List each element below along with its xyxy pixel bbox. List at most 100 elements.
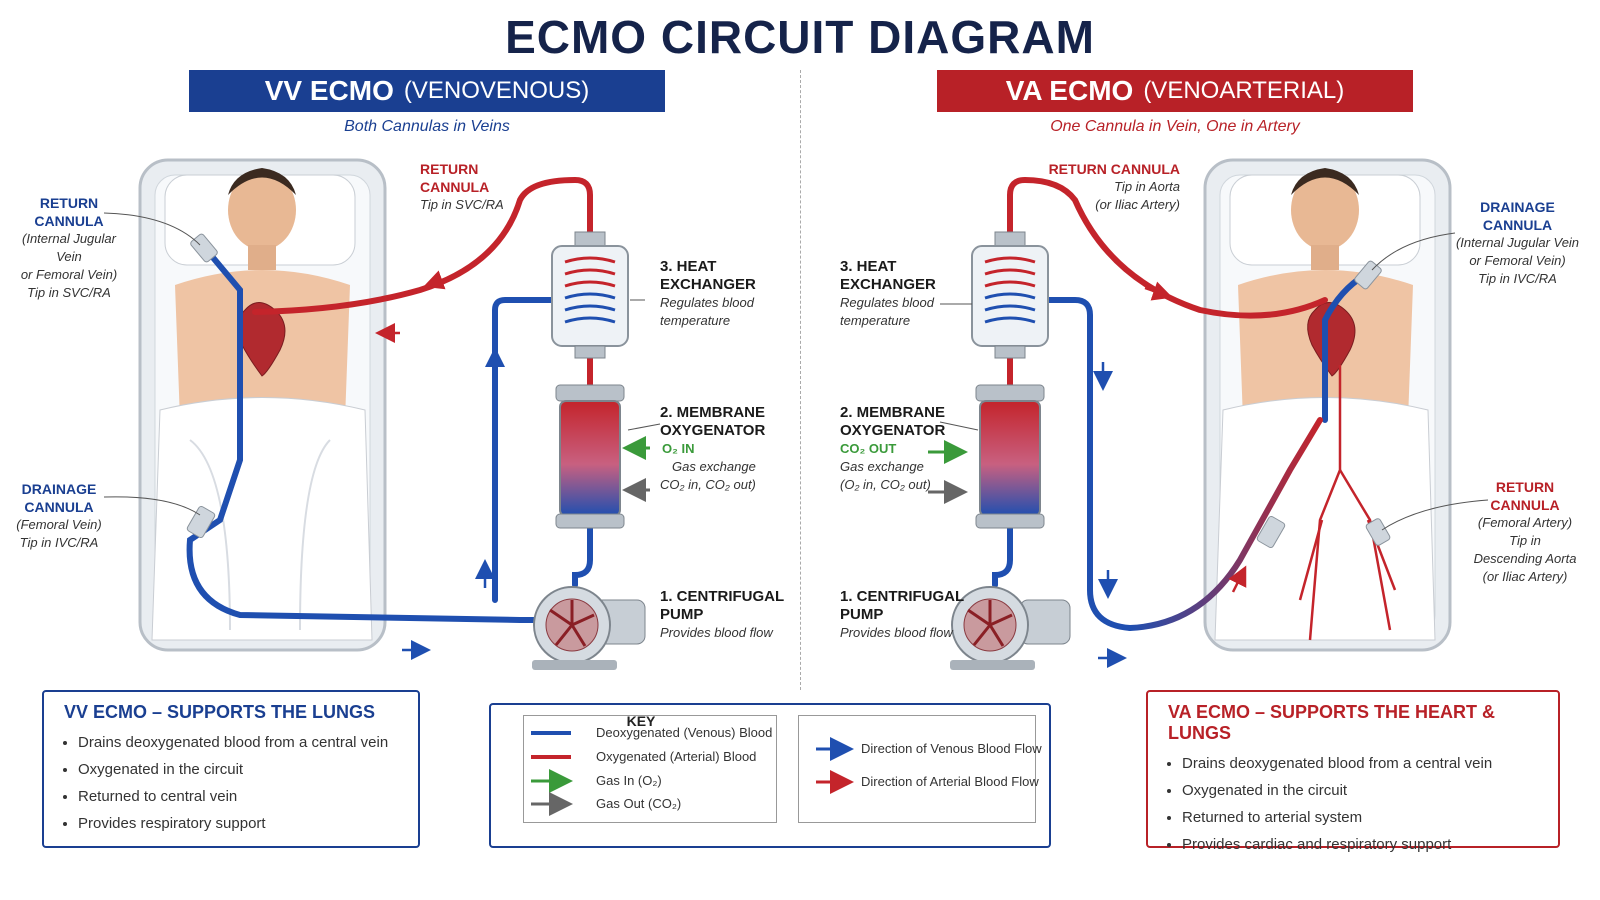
va-rcr-title-1: RETURN xyxy=(1495,479,1555,495)
vv-drainage-cannula-icon xyxy=(186,505,216,539)
va-ox-line1: Gas exchange xyxy=(840,459,924,474)
vv-he-title-2: EXCHANGER xyxy=(660,276,756,293)
vv-heat-exchanger-icon xyxy=(551,231,629,359)
vv-pump-line1: Provides blood flow xyxy=(660,625,773,640)
vv-rc-left-title-1: RETURN xyxy=(39,195,99,211)
vv-he-line1: Regulates blood xyxy=(660,295,754,310)
va-ox-gas-label: CO₂ OUT xyxy=(840,441,897,456)
vv-rc-left-line2: or Femoral Vein) xyxy=(20,267,118,282)
vv-rc-left-line1: (Internal Jugular Vein xyxy=(22,231,116,264)
key-blood-column xyxy=(523,715,777,823)
va-rcr-line1: (Femoral Artery) xyxy=(1477,515,1573,530)
vv-ox-gas-label: O₂ IN xyxy=(662,441,695,456)
va-summary-title: VA ECMO – SUPPORTS THE HEART & LUNGS xyxy=(1168,702,1496,743)
va-dc-line3: Tip in IVC/RA xyxy=(1478,271,1557,286)
va-return-cannula-right-label: RETURN CANNULA (Femoral Artery) Tip in D… xyxy=(1470,478,1580,586)
vv-ox-line1: Gas exchange xyxy=(672,459,756,474)
vv-he-line2: temperature xyxy=(660,313,731,328)
va-banner-main: VA ECMO xyxy=(1005,75,1134,106)
va-rcr-line4: (or Iliac Artery) xyxy=(1482,569,1568,584)
key-title: KEY xyxy=(626,713,656,729)
va-oxygenator-label: 2. MEMBRANE OXYGENATOR CO₂ OUT Gas excha… xyxy=(840,404,965,494)
vv-gas-arrows xyxy=(622,436,650,502)
list-item: Provides respiratory support xyxy=(78,810,398,837)
vv-rc-left-title-2: CANNULA xyxy=(34,213,104,229)
va-he-line2: temperature xyxy=(840,313,911,328)
va-ox-line2: (O₂ in, CO₂ out) xyxy=(840,477,931,492)
va-pump-label: 1. CENTRIFUGAL PUMP Provides blood flow xyxy=(840,588,965,642)
vv-return-cannula-label: RETURN CANNULA Tip in SVC/RA xyxy=(420,160,550,214)
vv-summary-list: Drains deoxygenated blood from a central… xyxy=(64,729,398,837)
va-ox-title-2: OXYGENATOR xyxy=(840,422,946,439)
key-item-venous: Deoxygenated (Venous) Blood xyxy=(596,725,773,740)
vv-subtitle: Both Cannulas in Veins xyxy=(344,118,510,135)
va-ox-title-1: 2. MEMBRANE xyxy=(840,404,946,421)
va-pump-icon xyxy=(950,586,1071,670)
list-item: Drains deoxygenated blood from a central… xyxy=(1182,750,1538,777)
va-rcr-line2: Tip in xyxy=(1509,533,1541,548)
va-ecmo-banner: VA ECMO (VENOARTERIAL) xyxy=(937,70,1413,112)
va-he-line1: Regulates blood xyxy=(840,295,934,310)
vv-banner-sub: (VENOVENOUS) xyxy=(403,77,590,104)
vv-he-title-1: 3. HEAT xyxy=(660,258,717,275)
vv-ox-title-1: 2. MEMBRANE xyxy=(660,404,766,421)
va-pump-line1: Provides blood flow xyxy=(840,625,953,640)
va-rct-line1: Tip in Aorta xyxy=(1114,179,1180,194)
vv-pump-label: 1. CENTRIFUGAL PUMP Provides blood flow xyxy=(660,588,785,642)
vv-oxygenator-icon xyxy=(555,384,625,529)
vv-pump-icon xyxy=(532,586,646,670)
vv-heat-exchanger-label: 3. HEAT EXCHANGER Regulates blood temper… xyxy=(660,258,785,330)
va-flow-arrows xyxy=(1093,281,1247,668)
vv-banner-main: VV ECMO xyxy=(264,75,394,106)
va-heat-exchanger-icon xyxy=(971,231,1049,359)
vv-pump-title-2: PUMP xyxy=(660,606,704,623)
list-item: Drains deoxygenated blood from a central… xyxy=(78,729,398,756)
list-item: Returned to arterial system xyxy=(1182,804,1538,831)
va-pump-title-2: PUMP xyxy=(840,606,884,623)
va-pump-title-1: 1. CENTRIFUGAL xyxy=(840,588,965,605)
vv-oxygenator-label: 2. MEMBRANE OXYGENATOR O₂ IN Gas exchang… xyxy=(660,404,785,494)
key-item-gas-in: Gas In (O₂) xyxy=(596,773,662,788)
vv-return-cannula-left-label: RETURN CANNULA (Internal Jugular Vein or… xyxy=(14,194,124,302)
va-oxygenator-icon xyxy=(975,384,1045,529)
va-rct-line2: (or Iliac Artery) xyxy=(1095,197,1180,212)
va-rcr-line3: Descending Aorta xyxy=(1473,551,1577,566)
va-drainage-cannula-label: DRAINAGE CANNULA (Internal Jugular Vein … xyxy=(1455,198,1580,288)
va-dc-title-2: CANNULA xyxy=(1482,217,1553,233)
key-swatches xyxy=(531,731,854,816)
va-banner-sub: (VENOARTERIAL) xyxy=(1143,77,1345,104)
panel-divider xyxy=(800,70,801,690)
va-he-title-1: 3. HEAT xyxy=(840,258,897,275)
va-summary-list: Drains deoxygenated blood from a central… xyxy=(1168,750,1538,858)
va-dc-title-1: DRAINAGE xyxy=(1480,199,1555,215)
vv-summary-box: VV ECMO – SUPPORTS THE LUNGS Drains deox… xyxy=(42,690,420,848)
va-he-title-2: EXCHANGER xyxy=(840,276,936,293)
vv-rc-left-line3: Tip in SVC/RA xyxy=(27,285,111,300)
va-summary-box: VA ECMO – SUPPORTS THE HEART & LUNGS Dra… xyxy=(1146,690,1560,853)
va-arterial-vessels xyxy=(1298,365,1397,641)
vv-rc-title: RETURN CANNULA xyxy=(420,161,490,195)
vv-return-cannula-icon xyxy=(190,233,218,263)
list-item: Returned to central vein xyxy=(78,783,398,810)
vv-flow-arrows xyxy=(375,270,505,660)
va-return-cannula-top-label: RETURN CANNULA Tip in Aorta (or Iliac Ar… xyxy=(1030,160,1180,214)
list-item: Provides cardiac and respiratory support xyxy=(1182,831,1538,858)
key-item-gas-out: Gas Out (CO₂) xyxy=(596,796,682,811)
va-leader-lines xyxy=(939,232,1489,531)
vv-leader-lines xyxy=(103,212,661,516)
key-item-arterial: Oxygenated (Arterial) Blood xyxy=(596,749,757,764)
key-flow-arterial: Direction of Arterial Blood Flow xyxy=(861,774,1039,789)
vv-rc-detail: Tip in SVC/RA xyxy=(420,197,504,212)
key-flow-column xyxy=(798,715,1036,823)
va-subtitle: One Cannula in Vein, One in Artery xyxy=(1050,118,1300,135)
vv-drainage-cannula-label: DRAINAGE CANNULA (Femoral Vein) Tip in I… xyxy=(14,480,104,552)
list-item: Oxygenated in the circuit xyxy=(78,756,398,783)
vv-dc-line2: Tip in IVC/RA xyxy=(19,535,99,550)
vv-pump-title-1: 1. CENTRIFUGAL xyxy=(660,588,785,605)
page-title: ECMO CIRCUIT DIAGRAM xyxy=(505,11,1095,63)
vv-ox-line2: CO₂ in, CO₂ out) xyxy=(660,477,756,492)
vv-dc-title-2: CANNULA xyxy=(24,499,94,515)
legend-key-box: KEY Deoxygenated (Venous) Blood Oxygenat… xyxy=(489,703,1051,848)
va-gas-arrows xyxy=(928,440,968,504)
